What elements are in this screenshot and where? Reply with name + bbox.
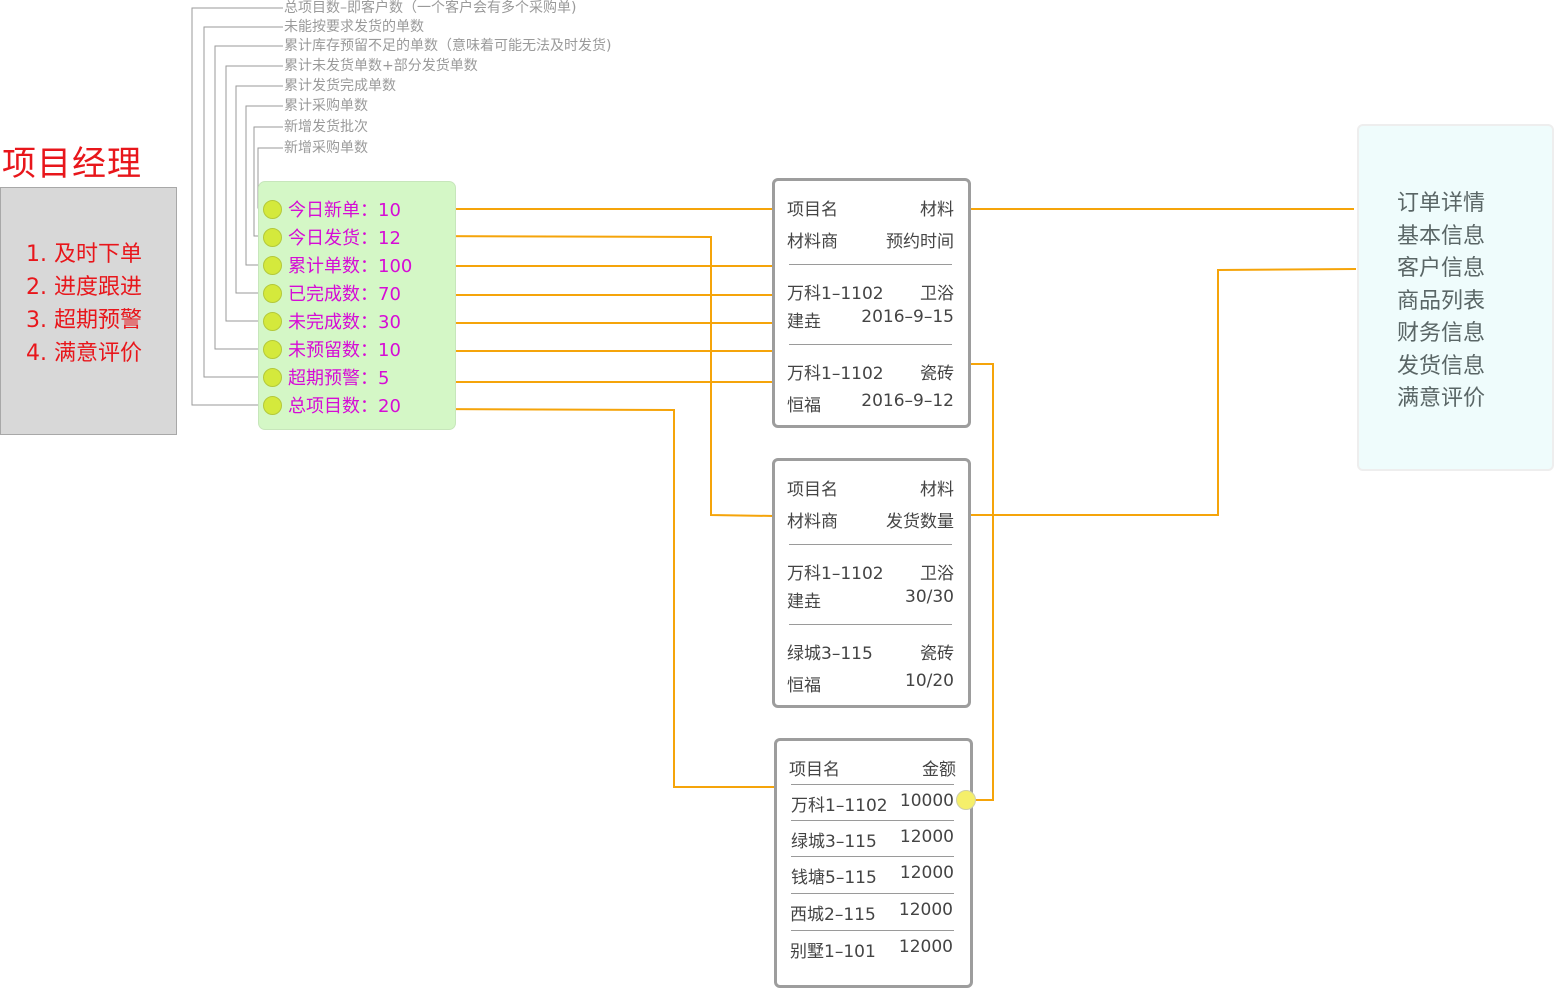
stat-label: 未预留数： xyxy=(288,340,378,361)
stat-label: 超期预警： xyxy=(288,368,378,389)
detail-item: 基本信息 xyxy=(1397,223,1486,249)
duty-item: 1. 及时下单 xyxy=(26,242,142,267)
stat-today-new[interactable]: 今日新单：10 xyxy=(263,197,401,221)
annotation-cumulative: 累计采购单数 xyxy=(284,98,368,114)
bullet-icon xyxy=(263,199,282,219)
detail-item: 商品列表 xyxy=(1397,288,1486,314)
stat-label: 总项目数： xyxy=(288,396,378,417)
role-title: 项目经理 xyxy=(2,144,142,184)
bullet-icon xyxy=(263,311,282,331)
stat-label: 今日新单： xyxy=(288,200,378,221)
bullet-icon xyxy=(263,367,282,387)
bullet-icon xyxy=(263,255,282,275)
duty-item: 2. 进度跟进 xyxy=(26,275,142,300)
duty-item: 4. 满意评价 xyxy=(26,341,142,366)
divider xyxy=(789,344,952,345)
bullet-icon xyxy=(263,395,282,415)
stat-value: 10 xyxy=(378,340,401,361)
divider xyxy=(791,856,954,857)
detail-item: 客户信息 xyxy=(1397,256,1486,281)
card-header-row: 项目名金额 xyxy=(789,760,956,780)
detail-item: 财务信息 xyxy=(1397,321,1486,346)
stat-unreserved[interactable]: 未预留数：10 xyxy=(263,337,401,361)
stat-value: 30 xyxy=(378,312,401,333)
role-duties-list: 1. 及时下单 2. 进度跟进 3. 超期预警 4. 满意评价 xyxy=(26,238,142,370)
role-duties-box: 1. 及时下单 2. 进度跟进 3. 超期预警 4. 满意评价 xyxy=(0,187,177,435)
stat-label: 今日发货： xyxy=(288,228,378,249)
stat-completed[interactable]: 已完成数：70 xyxy=(263,281,401,305)
card-header-row: 材料商发货数量 xyxy=(787,512,954,532)
stat-value: 20 xyxy=(378,396,401,417)
detail-list: 订单详情 基本信息 客户信息 商品列表 财务信息 发货信息 满意评价 xyxy=(1397,188,1485,416)
connector-today-shipped xyxy=(410,235,775,517)
detail-item: 发货信息 xyxy=(1397,353,1486,379)
stat-label: 累计单数： xyxy=(288,256,378,277)
stat-total-projects[interactable]: 总项目数：20 xyxy=(263,393,401,417)
stat-incomplete[interactable]: 未完成数：30 xyxy=(263,309,401,333)
bullet-icon xyxy=(263,227,282,247)
card-header-row: 项目名材料 xyxy=(787,200,954,220)
stat-value: 100 xyxy=(378,256,413,277)
detail-item: 订单详情 xyxy=(1397,191,1486,216)
annotation-completed: 累计发货完成单数 xyxy=(284,78,396,94)
bullet-icon xyxy=(263,283,282,303)
stat-overdue[interactable]: 超期预警：5 xyxy=(263,365,389,389)
stat-today-shipped[interactable]: 今日发货：12 xyxy=(263,225,401,249)
stats-panel: 今日新单：10 今日发货：12 累计单数：100 已完成数：70 未完成数：30… xyxy=(258,181,456,430)
stat-label: 未完成数： xyxy=(288,312,378,333)
card-header-row: 项目名材料 xyxy=(787,480,954,500)
annotation-incomplete: 累计未发货单数+部分发货单数 xyxy=(284,58,478,74)
stat-value: 10 xyxy=(378,200,401,221)
connector-shipping-to-detail xyxy=(970,268,1357,516)
stat-label: 已完成数： xyxy=(288,284,378,305)
annotation-unreserved: 累计库存预留不足的单数（意味着可能无法及时发货) xyxy=(284,38,612,54)
divider xyxy=(791,820,954,821)
divider xyxy=(791,930,954,931)
connector-total-projects xyxy=(425,408,776,788)
order-detail-panel[interactable]: 订单详情 基本信息 客户信息 商品列表 财务信息 发货信息 满意评价 xyxy=(1357,124,1554,471)
stat-cumulative[interactable]: 累计单数：100 xyxy=(263,253,412,277)
divider xyxy=(789,544,952,545)
stat-value: 5 xyxy=(378,368,390,389)
divider xyxy=(789,624,952,625)
card-header-row: 材料商预约时间 xyxy=(787,232,954,252)
bullet-icon xyxy=(263,339,282,359)
divider xyxy=(791,784,954,785)
stat-value: 12 xyxy=(378,228,401,249)
connector-endpoint-handle[interactable] xyxy=(956,790,976,810)
detail-item: 满意评价 xyxy=(1397,386,1486,411)
stat-value: 70 xyxy=(378,284,401,305)
annotation-total-projects: 总项目数–即客户数（一个客户会有多个采购单) xyxy=(284,0,577,16)
divider xyxy=(791,893,954,894)
duty-item: 3. 超期预警 xyxy=(26,308,142,333)
annotation-today-new: 新增采购单数 xyxy=(284,140,368,156)
annotation-today-shipped: 新增发货批次 xyxy=(284,119,368,135)
connector-order-to-amount xyxy=(968,363,994,801)
annotation-overdue: 未能按要求发货的单数 xyxy=(284,19,424,35)
divider xyxy=(789,264,952,265)
